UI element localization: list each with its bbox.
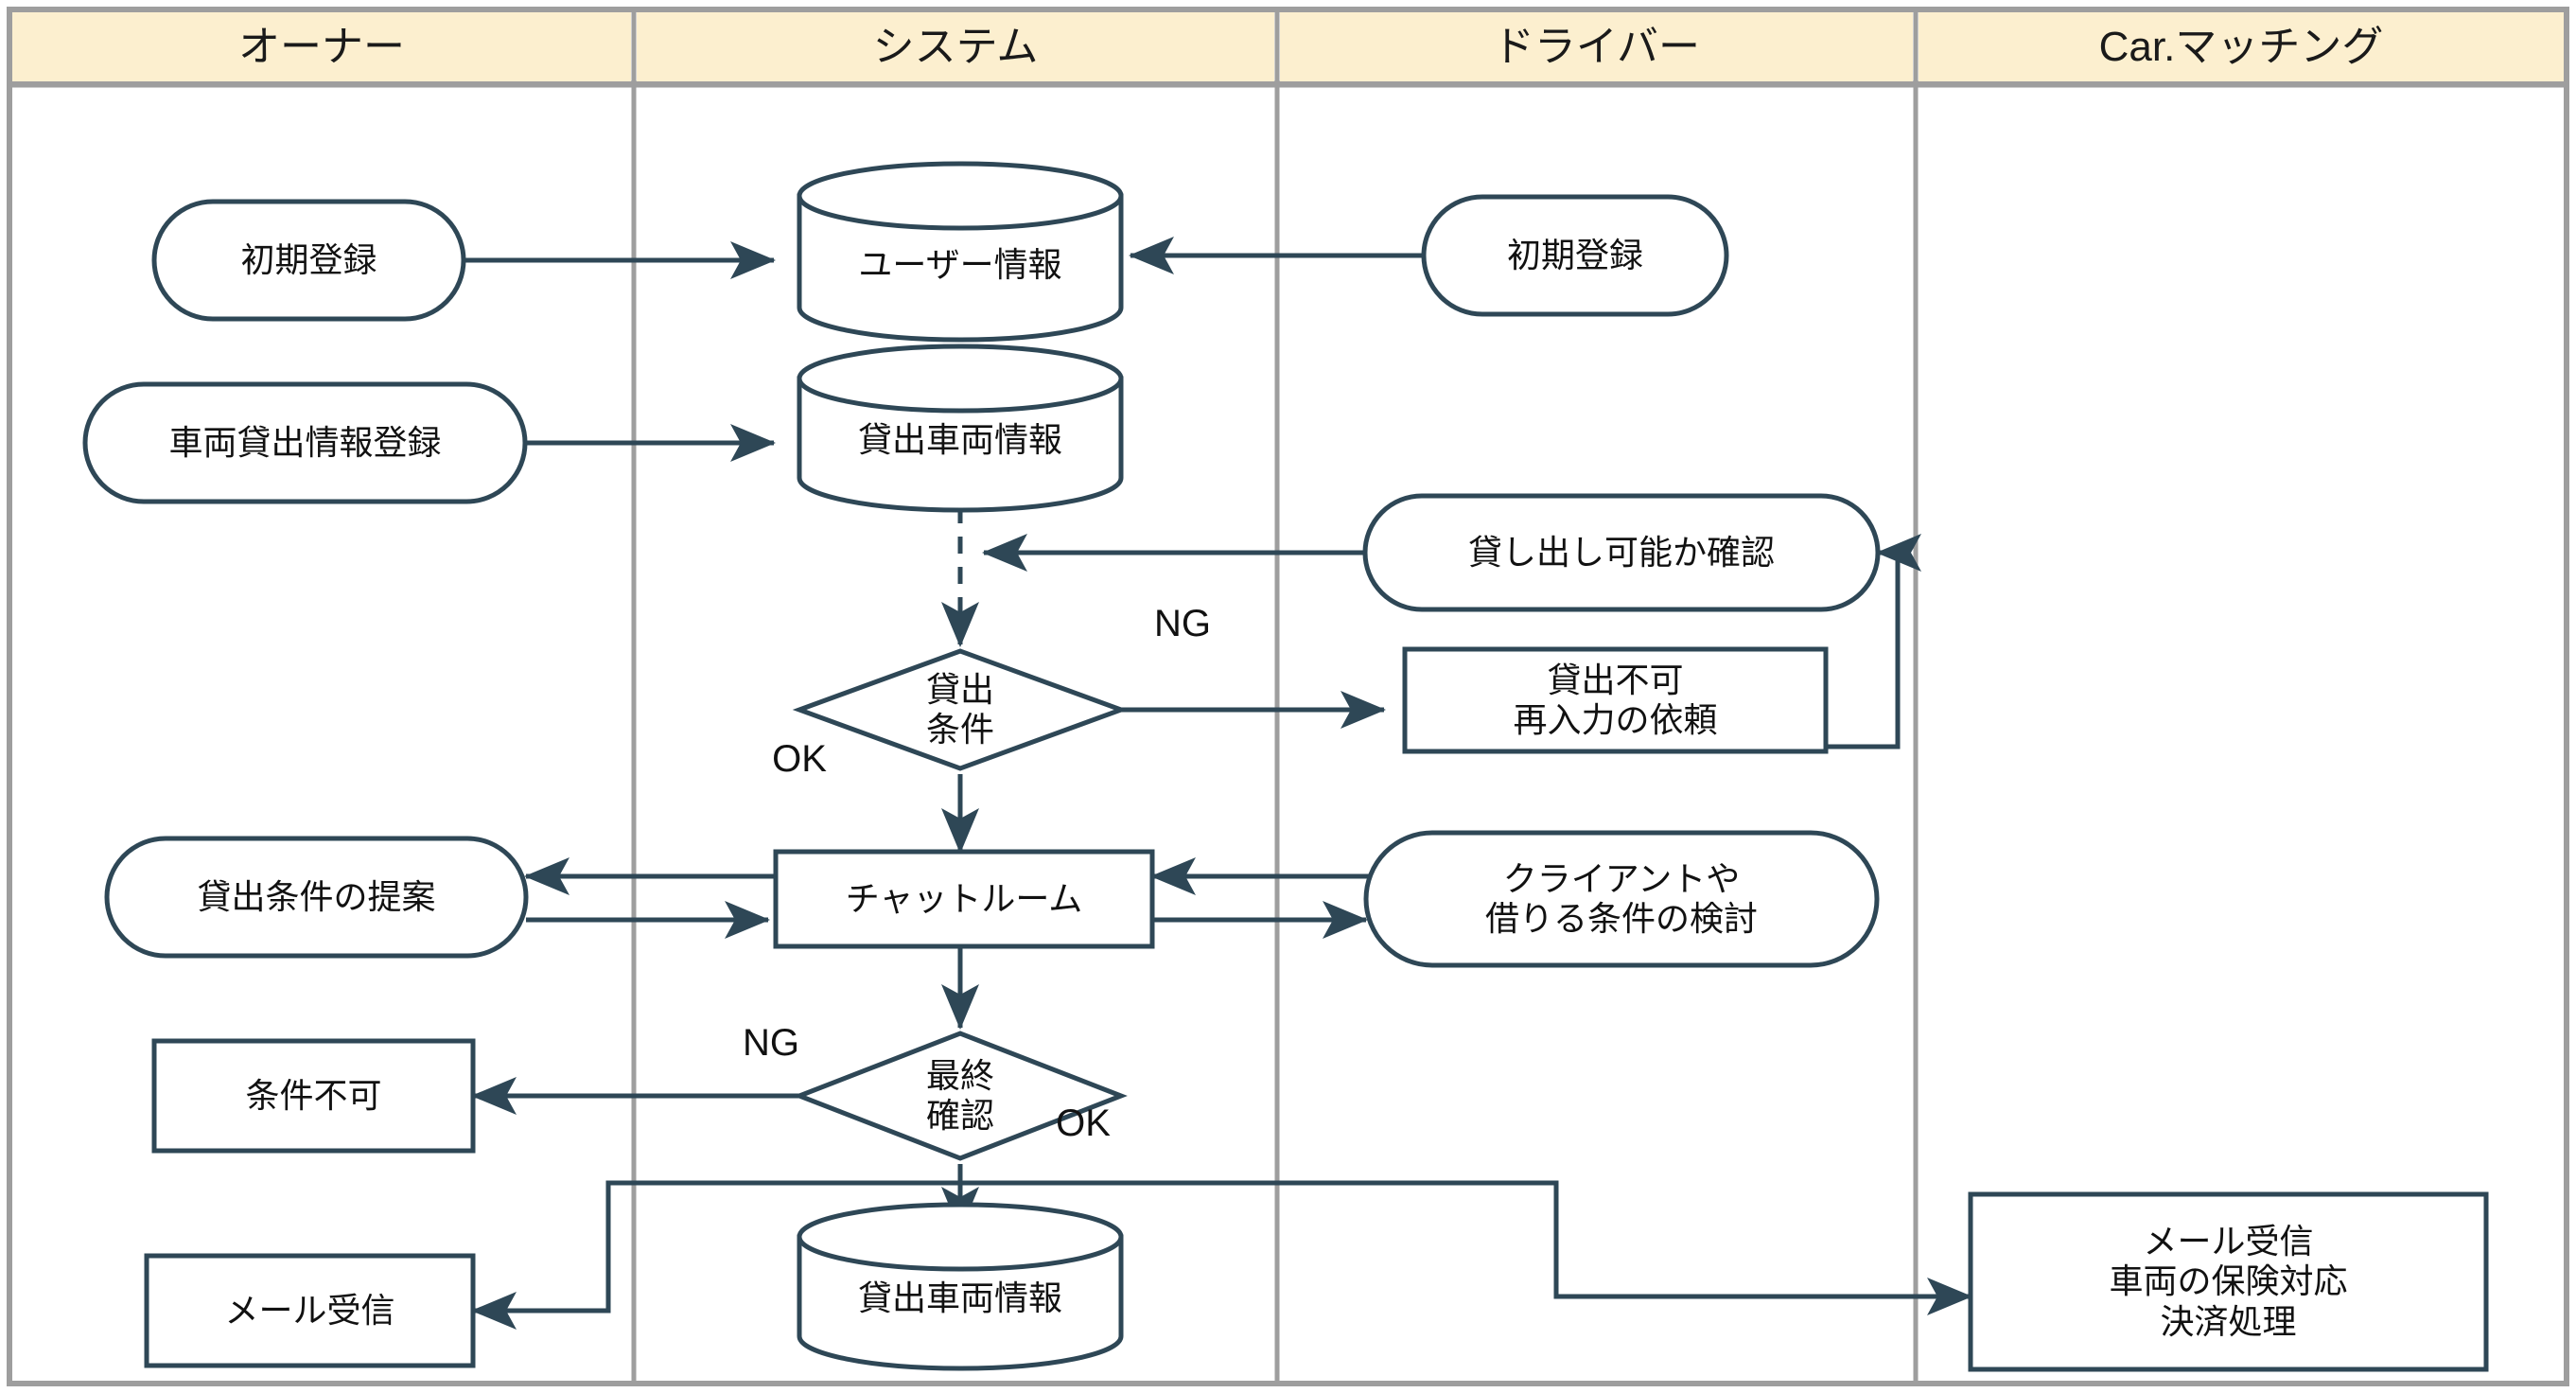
shape-owner-initial-reg [151,199,466,322]
edges-layer [464,237,1973,1330]
shape-owner-propose-terms [104,836,529,959]
shape-sys-lend-vehicle-2 [797,1202,1124,1371]
shape-drv-lend-denied [1402,646,1829,754]
shape-cm-mail-insurance [1968,1191,2489,1372]
shape-sys-user-info [797,161,1124,343]
lane-frame [7,7,2569,1386]
shape-sys-chat-room [773,849,1155,949]
edge-denied-loop-to-checkavail [1826,534,1921,749]
shape-owner-mail-recv [144,1253,476,1368]
shape-drv-check-avail [1362,493,1881,612]
shape-owner-terms-ng [151,1038,476,1154]
shape-sys-final-check [793,1031,1128,1161]
lane-header-fills [12,12,2564,81]
edge-finalcheck-bus-right [960,1180,1973,1315]
shape-drv-consider-terms [1363,830,1880,968]
shapes-layer [82,161,2489,1372]
shape-sys-lend-vehicle-1 [797,344,1124,513]
shape-owner-vehicle-reg [82,381,528,504]
shape-sys-lend-cond [792,648,1129,771]
shape-drv-initial-reg [1421,194,1729,317]
edge-finalcheck-bus-left [470,1180,960,1330]
